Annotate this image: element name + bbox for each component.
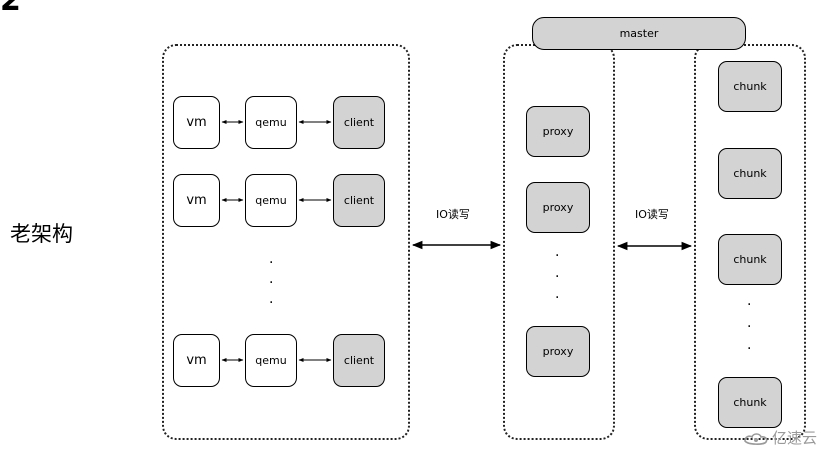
ellipsis-dot: · [269,255,274,271]
master-node: master [532,17,746,50]
ellipsis-dot: · [747,319,752,335]
ellipsis-dot: · [555,248,560,264]
ellipsis-dot: · [555,269,560,285]
qemu-node: qemu [245,334,297,387]
chunk-node: chunk [718,61,782,112]
io-label-clients-proxies: IO读写 [436,208,470,221]
chunk-node: chunk [718,234,782,285]
qemu-node: qemu [245,96,297,149]
watermark-text: 亿速云 [771,429,817,447]
ellipsis-dot: · [747,341,752,357]
architecture-label: 老架构 [10,222,73,246]
vm-node: vm [173,174,220,227]
ellipsis-dot: · [747,297,752,313]
io-label-proxies-chunks: IO读写 [635,208,669,221]
client-node: client [333,334,385,387]
chunk-group [694,44,806,440]
ellipsis-dot: · [555,290,560,306]
chunk-node: chunk [718,377,782,428]
proxy-node: proxy [526,106,590,157]
ellipsis-dot: · [269,295,274,311]
ellipsis-dot: · [269,275,274,291]
cloud-logo-icon [744,432,768,445]
proxy-node: proxy [526,326,590,377]
host-group [162,44,410,440]
vm-node: vm [173,334,220,387]
vm-node: vm [173,96,220,149]
client-node: client [333,174,385,227]
heading-fragment: 2 [0,0,21,18]
proxy-node: proxy [526,182,590,233]
watermark: 亿速云 [743,431,817,446]
qemu-node: qemu [245,174,297,227]
client-node: client [333,96,385,149]
chunk-node: chunk [718,148,782,199]
